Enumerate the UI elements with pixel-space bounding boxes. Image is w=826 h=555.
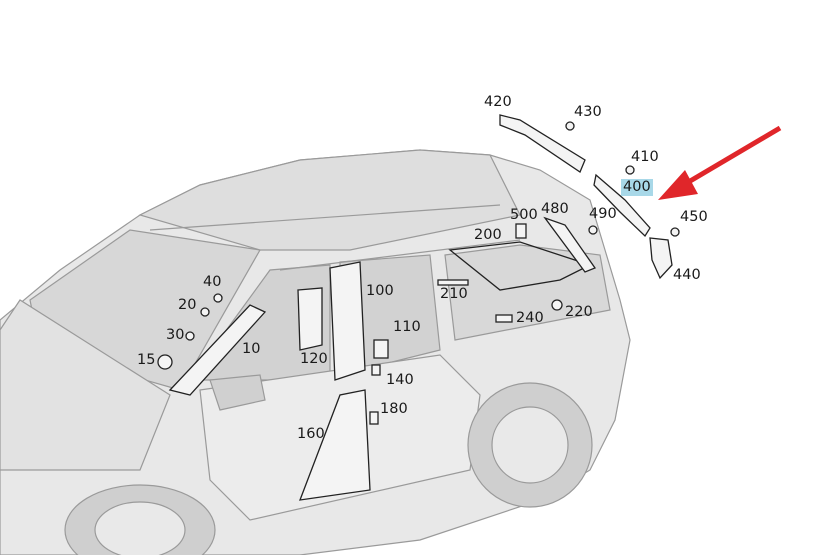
- label-400-highlighted: 400: [621, 179, 653, 196]
- part-30: [185, 331, 195, 341]
- trim-parts: [157, 114, 680, 501]
- label-490: 490: [589, 206, 617, 222]
- part-160: [298, 389, 371, 501]
- label-40: 40: [203, 274, 222, 290]
- label-15: 15: [137, 352, 156, 368]
- part-110: [373, 339, 389, 359]
- part-10: [168, 304, 267, 396]
- label-180: 180: [380, 401, 408, 417]
- label-500: 500: [510, 207, 538, 223]
- label-30: 30: [166, 327, 185, 343]
- part-200: [448, 241, 592, 291]
- label-200: 200: [474, 227, 502, 243]
- label-100: 100: [366, 283, 394, 299]
- part-430: [565, 121, 575, 131]
- label-20: 20: [178, 297, 197, 313]
- part-240: [495, 314, 513, 323]
- part-480: [543, 216, 597, 273]
- part-100: [329, 261, 366, 381]
- part-220: [551, 299, 563, 311]
- label-240: 240: [516, 310, 544, 326]
- part-450: [670, 227, 680, 237]
- part-410: [625, 165, 635, 175]
- label-220: 220: [565, 304, 593, 320]
- label-210: 210: [440, 286, 468, 302]
- part-210: [437, 279, 469, 286]
- part-500: [515, 223, 527, 239]
- label-140: 140: [386, 372, 414, 388]
- label-10: 10: [242, 341, 261, 357]
- part-140: [371, 364, 381, 376]
- red-arrow-icon: [658, 125, 782, 200]
- label-420: 420: [484, 94, 512, 110]
- part-440: [649, 237, 673, 280]
- part-420: [499, 114, 586, 173]
- label-430: 430: [574, 104, 602, 120]
- label-450: 450: [680, 209, 708, 225]
- part-15: [157, 354, 173, 370]
- part-180: [369, 411, 379, 425]
- label-440: 440: [673, 267, 701, 283]
- label-480: 480: [541, 201, 569, 217]
- part-20: [200, 307, 210, 317]
- label-110: 110: [393, 319, 421, 335]
- part-490: [588, 225, 598, 235]
- label-160: 160: [297, 426, 325, 442]
- part-400: [593, 173, 651, 238]
- part-120: [297, 287, 323, 351]
- label-410: 410: [631, 149, 659, 165]
- part-40: [213, 293, 223, 303]
- label-120: 120: [300, 351, 328, 367]
